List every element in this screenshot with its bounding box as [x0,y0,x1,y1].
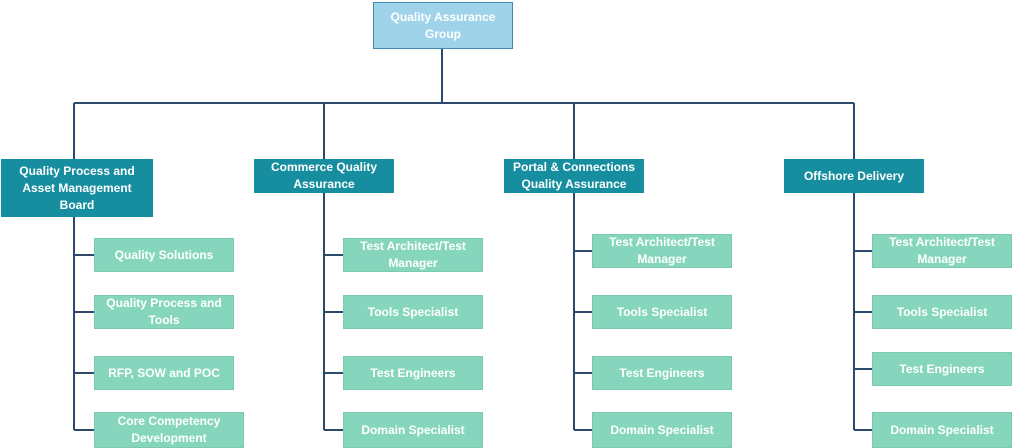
dept-label: Portal & Connections Quality Assurance [512,160,635,191]
role-node: Domain Specialist [872,412,1012,448]
role-node: Tools Specialist [592,295,732,329]
role-label: Quality Solutions [114,247,214,262]
role-label: Test Architect/Test Manager [889,235,995,266]
role-node: RFP, SOW and POC [94,356,234,390]
role-node: Core Competency Development [94,412,244,448]
role-node: Test Engineers [872,352,1012,386]
role-node: Test Architect/Test Manager [592,234,732,268]
role-node: Test Engineers [343,356,483,390]
dept-node-portal-connections-qa: Portal & Connections Quality Assurance [504,159,644,193]
role-node: Domain Specialist [592,412,732,448]
role-label: Domain Specialist [610,422,714,437]
role-node: Domain Specialist [343,412,483,448]
role-node: Test Architect/Test Manager [872,234,1012,268]
role-node: Quality Process and Tools [94,295,234,329]
role-label: Tools Specialist [367,304,459,319]
role-label: Test Engineers [899,361,985,376]
dept-label: Commerce Quality Assurance [270,160,378,191]
dept-node-quality-process: Quality Process and Asset Management Boa… [1,159,153,217]
role-label: Tools Specialist [616,304,708,319]
role-node: Tools Specialist [872,295,1012,329]
dept-label: Quality Process and Asset Management Boa… [19,163,135,212]
role-label: Test Engineers [370,365,456,380]
role-node: Test Engineers [592,356,732,390]
role-label: RFP, SOW and POC [108,365,220,380]
role-label: Core Competency Development [117,414,221,445]
dept-node-commerce-qa: Commerce Quality Assurance [254,159,394,193]
role-label: Test Engineers [619,365,705,380]
role-label: Test Architect/Test Manager [360,239,466,270]
root-label: Quality Assurance Group [390,9,496,41]
dept-label: Offshore Delivery [803,168,905,183]
role-label: Test Architect/Test Manager [609,235,715,266]
role-label: Domain Specialist [361,422,465,437]
dept-node-offshore-delivery: Offshore Delivery [784,159,924,193]
role-label: Tools Specialist [896,304,988,319]
role-label: Quality Process and Tools [106,296,222,327]
role-label: Domain Specialist [890,422,994,437]
role-node: Tools Specialist [343,295,483,329]
root-node: Quality Assurance Group [373,2,513,49]
role-node: Test Architect/Test Manager [343,238,483,272]
role-node: Quality Solutions [94,238,234,272]
